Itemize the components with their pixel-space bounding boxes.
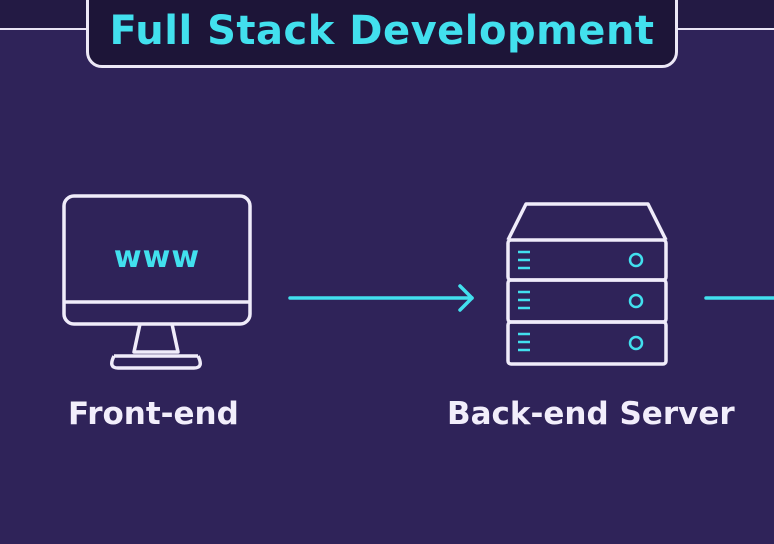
screen-text: www (114, 240, 200, 275)
backend-label: Back-end Server (447, 396, 735, 432)
page-title: Full Stack Development (109, 8, 655, 54)
monitor-icon (62, 194, 252, 370)
title-banner: Full Stack Development (86, 0, 678, 68)
server-icon (506, 202, 668, 366)
title-divider-left (0, 28, 88, 30)
server-rack-indicators (518, 250, 644, 352)
title-divider-right (676, 28, 774, 30)
frontend-label: Front-end (68, 396, 239, 432)
arrow-right-icon (288, 284, 474, 312)
